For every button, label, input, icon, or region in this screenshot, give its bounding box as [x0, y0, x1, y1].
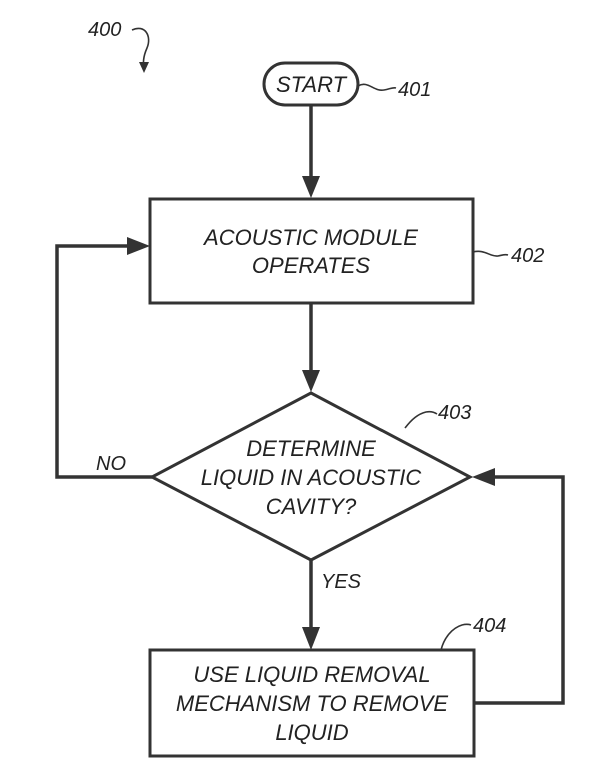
edge-no-loop-arrowhead — [127, 237, 150, 255]
yes-label: YES — [321, 571, 362, 593]
operate-process-box — [148, 197, 475, 305]
remove-ref-label: 404 — [473, 615, 506, 637]
decision-label-line2: LIQUID IN ACOUSTIC — [201, 465, 422, 490]
operate-ref-label: 402 — [511, 245, 544, 267]
decision-ref-label: 403 — [438, 402, 471, 424]
start-label: START — [276, 72, 348, 97]
decision-ref-leader — [404, 410, 438, 429]
figure-ref-label: 400 — [88, 19, 121, 41]
edge-operate-to-decision-arrowhead — [302, 370, 320, 392]
remove-label-line1: USE LIQUID REMOVAL — [193, 662, 430, 687]
remove-label-line3: LIQUID — [275, 720, 348, 745]
edge-return-loop-arrowhead — [472, 468, 495, 486]
figure-ref-arrowhead — [139, 62, 149, 73]
operate-ref-leader — [472, 250, 509, 257]
no-label: NO — [96, 453, 126, 475]
decision-label-line1: DETERMINE — [246, 436, 376, 461]
start-ref-label: 401 — [398, 79, 431, 101]
edge-start-to-operate-arrowhead — [302, 176, 320, 198]
edge-return-loop — [474, 475, 565, 705]
edge-yes-arrowhead — [302, 627, 320, 650]
operate-label-line2: OPERATES — [252, 253, 371, 278]
start-ref-leader — [357, 83, 397, 91]
edge-no-loop — [55, 244, 152, 479]
decision-label-line3: CAVITY? — [266, 494, 357, 519]
operate-label-line1: ACOUSTIC MODULE — [202, 225, 418, 250]
remove-ref-leader — [440, 623, 472, 651]
remove-label-line2: MECHANISM TO REMOVE — [176, 691, 449, 716]
